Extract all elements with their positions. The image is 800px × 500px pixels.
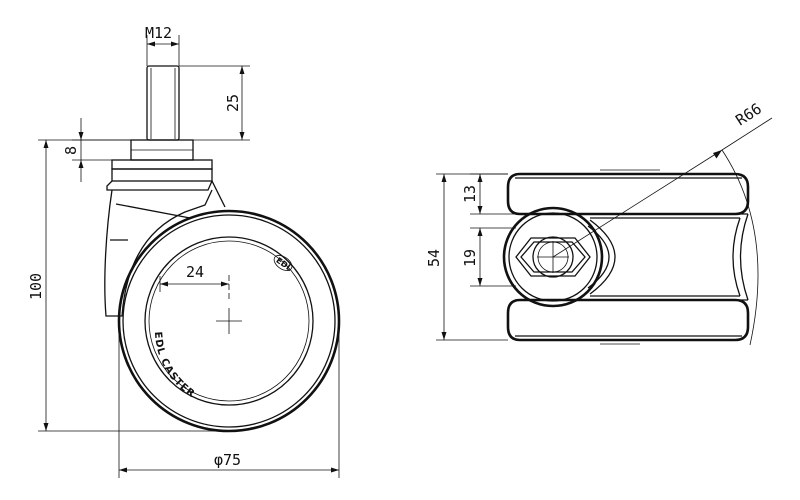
svg-text:R66: R66 [732,100,765,130]
svg-text:M12: M12 [145,24,172,42]
side-view: EDL CASTER EDL M12 25 [27,24,341,478]
svg-text:13: 13 [461,185,479,203]
dim-wheel-diameter: φ75 [118,321,340,478]
dim-overall-height: 100 [27,139,229,432]
svg-text:8: 8 [62,146,80,155]
top-view: R66 13 19 54 [425,100,773,346]
dim-stem-length: 25 [179,65,250,141]
hex-nut [130,139,194,161]
threaded-stem [146,65,180,141]
svg-text:25: 25 [224,94,242,112]
svg-text:54: 54 [425,249,443,267]
svg-text:24: 24 [186,263,204,281]
hex-nut-top [515,236,591,278]
dim-wheel-offset: 24 [159,263,229,292]
dim-hex-width: 19 [461,227,516,287]
swivel-plate [106,159,213,191]
svg-text:φ75: φ75 [214,451,241,469]
fork-body [590,213,749,301]
svg-text:100: 100 [27,273,45,300]
dim-nut-height: 8 [62,118,131,182]
svg-text:19: 19 [461,249,479,267]
lower-wheel-band [506,298,750,345]
fork-housing [104,180,226,317]
wheel [117,209,341,433]
dim-body-width: 54 [425,173,508,341]
dim-stem-thread: M12 [145,24,180,66]
upper-wheel-band [506,169,750,216]
